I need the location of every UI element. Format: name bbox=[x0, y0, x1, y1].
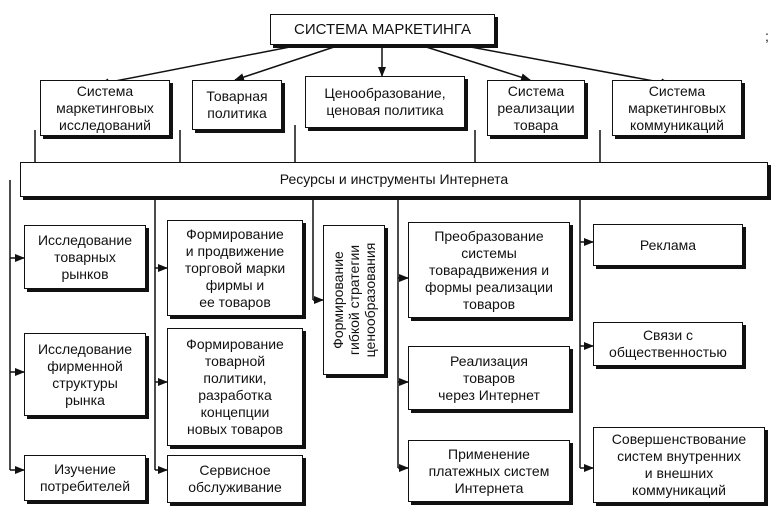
subsystem-marketing-research: Система маркетинговых исследований bbox=[40, 80, 170, 136]
public-relations: Связи с общественностью bbox=[593, 322, 743, 366]
communications-improvement: Совершенствование систем внутренних и вн… bbox=[593, 427, 765, 503]
subsystem-communications: Система маркетинговых коммуникаций bbox=[612, 80, 742, 136]
consumer-study: Изучение потребителей bbox=[24, 455, 146, 501]
advertising: Реклама bbox=[593, 224, 743, 266]
internet-sales: Реализация товаров через Интернет bbox=[408, 346, 570, 410]
distribution-transformation: Преобразование системы товарадвижения и … bbox=[408, 222, 570, 318]
flexible-pricing-strategy-label: Формирование гибкой стратегии ценообразо… bbox=[330, 242, 378, 358]
internet-resources-bar: Ресурсы и инструменты Интернета bbox=[20, 162, 768, 197]
subsystem-sales: Система реализации товара bbox=[487, 80, 585, 136]
service-maintenance: Сервисное обслуживание bbox=[167, 455, 303, 503]
system-title: СИСТЕМА МАРКЕТИНГА bbox=[270, 14, 495, 45]
product-policy-formation: Формирование товарной политики, разработ… bbox=[167, 328, 303, 446]
brand-promotion: Формирование и продвижение торговой марк… bbox=[167, 220, 303, 316]
corner-mark: ; bbox=[765, 28, 769, 44]
internet-payment-systems: Применение платежных систем Интернета bbox=[408, 440, 570, 502]
flexible-pricing-strategy: Формирование гибкой стратегии ценообразо… bbox=[323, 225, 385, 375]
subsystem-product-policy: Товарная политика bbox=[192, 80, 282, 130]
research-market-structure: Исследование фирменной структуры рынка bbox=[24, 333, 146, 416]
subsystem-pricing: Ценообразование, ценовая политика bbox=[305, 76, 465, 128]
research-commodity-markets: Исследование товарных рынков bbox=[24, 225, 146, 289]
